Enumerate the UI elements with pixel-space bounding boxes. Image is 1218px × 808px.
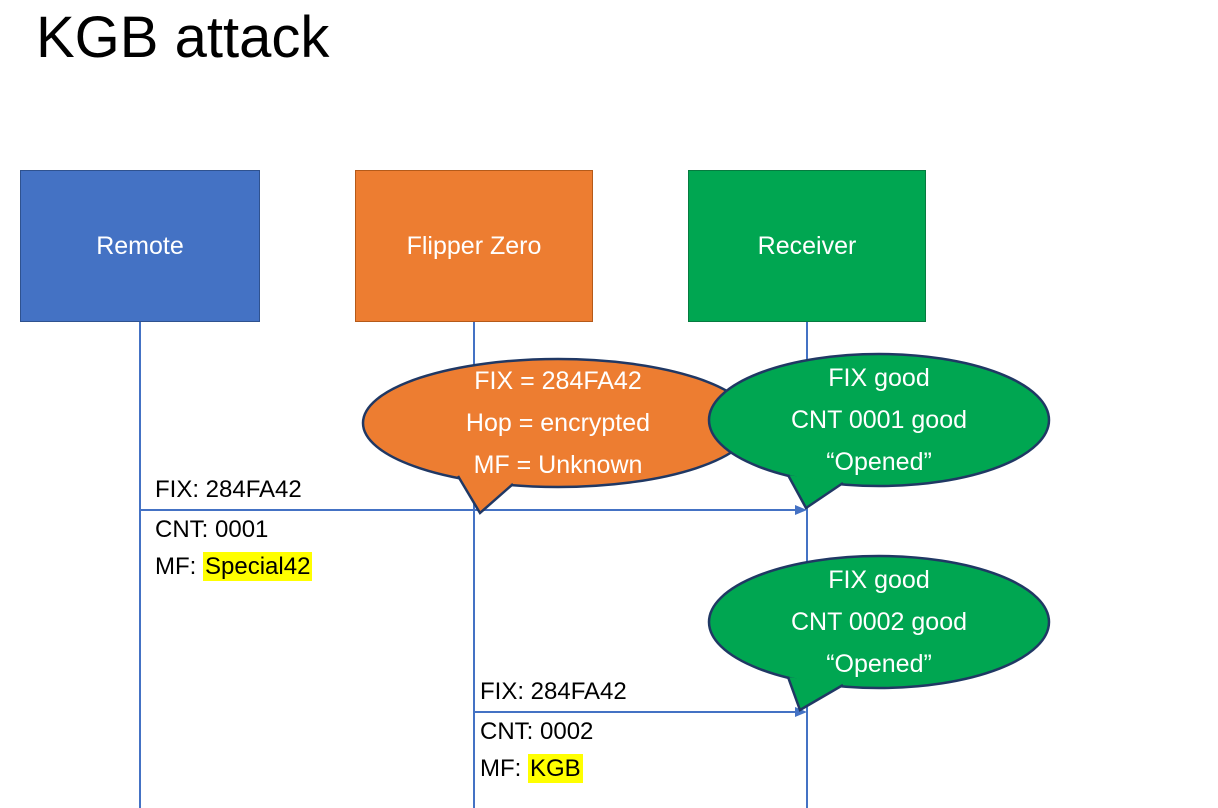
msg2-mf-label: MF: KGB [480, 754, 583, 783]
bubble-ellipse [707, 554, 1051, 690]
speech-bubble-flipper-analysis: FIX = 284FA42 Hop = encrypted MF = Unkno… [358, 356, 758, 524]
bubble-line: FIX = 284FA42 [474, 367, 642, 395]
bubble-line: FIX good [828, 364, 930, 392]
bubble-ellipse [707, 352, 1051, 488]
message-arrow-flipper-to-receiver [474, 706, 807, 717]
actor-receiver: Receiver [688, 170, 926, 322]
bubble-line: CNT 0002 good [790, 608, 968, 636]
speech-bubble-shape [707, 554, 1051, 712]
bubble-tail [456, 475, 514, 515]
msg2-fix-label: FIX: 284FA42 [480, 678, 627, 705]
bubble-tail [786, 474, 844, 510]
slide-title: KGB attack [36, 5, 330, 70]
bubble-text-block: FIX good CNT 0002 good “Opened” [703, 552, 1055, 692]
arrowhead-icon [795, 504, 807, 515]
bubble-text-block: FIX = 284FA42 Hop = encrypted MF = Unkno… [358, 356, 758, 490]
bubble-tail [786, 676, 844, 712]
msg2-cnt-label: CNT: 0002 [480, 718, 594, 745]
bubble-line: MF = Unknown [473, 451, 643, 479]
bubble-line: Hop = encrypted [465, 409, 651, 437]
speech-bubble-receiver-ack-2: FIX good CNT 0002 good “Opened” [703, 552, 1055, 720]
message-arrow-remote-to-receiver [140, 504, 807, 515]
msg1-mf-highlighted-value: Special42 [203, 552, 313, 581]
arrowhead-icon [795, 706, 807, 717]
bubble-line: FIX good [828, 566, 930, 594]
speech-bubble-shape [707, 352, 1051, 510]
msg1-fix-label: FIX: 284FA42 [155, 476, 302, 503]
lifeline-flipper-zero [473, 322, 475, 808]
actor-receiver-label: Receiver [757, 231, 857, 260]
msg1-cnt-label: CNT: 0001 [155, 516, 269, 543]
msg2-mf-highlighted-value: KGB [528, 754, 583, 783]
bubble-line: CNT 0001 good [790, 406, 968, 434]
actor-flipper-zero-label: Flipper Zero [406, 231, 542, 260]
bubble-line: “Opened” [826, 448, 932, 476]
bubble-line: “Opened” [826, 650, 932, 678]
bubble-text-block: FIX good CNT 0001 good “Opened” [703, 350, 1055, 490]
actor-remote-label: Remote [96, 231, 184, 260]
actor-flipper-zero: Flipper Zero [355, 170, 593, 322]
speech-bubble-receiver-ack-1: FIX good CNT 0001 good “Opened” [703, 350, 1055, 518]
lifeline-remote [139, 322, 141, 808]
msg2-mf-prefix: MF: [480, 755, 528, 782]
msg1-mf-label: MF: Special42 [155, 552, 313, 581]
actor-remote: Remote [20, 170, 260, 322]
msg1-mf-prefix: MF: [155, 553, 203, 580]
